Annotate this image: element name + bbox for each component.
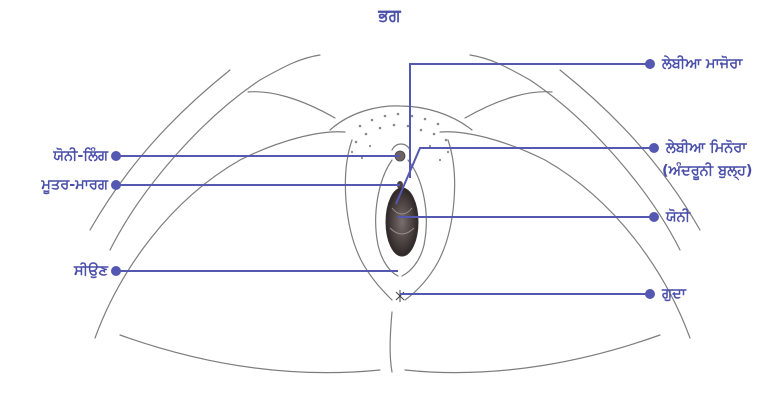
leader-labia-majora bbox=[410, 64, 650, 178]
mons-outline bbox=[330, 106, 472, 130]
label-labia-minora-line1: ਲੇਬੀਆ ਮਿਨੋਰਾ bbox=[666, 139, 746, 157]
label-anus: ਗੁਦਾ bbox=[662, 285, 686, 303]
right-thigh-outline bbox=[440, 132, 690, 338]
label-vagina: ਯੋਨੀ bbox=[666, 208, 690, 226]
left-leg-upper bbox=[110, 55, 320, 250]
gluteal-cleft bbox=[390, 312, 392, 372]
left-leg-inner bbox=[90, 70, 230, 230]
anus-mark bbox=[396, 290, 404, 302]
left-thigh-outline bbox=[95, 132, 345, 338]
label-labia-minora-line2: (ਅੰਦਰੂਨੀ ਬੁਲ੍ਹ) bbox=[662, 162, 753, 180]
right-leg-upper bbox=[470, 55, 680, 250]
clitoral-hood bbox=[392, 144, 410, 150]
label-clitoris: ਯੋਨੀ-ਲਿੰਗ bbox=[53, 147, 108, 165]
vaginal-opening bbox=[386, 188, 418, 256]
labia-majora-left bbox=[345, 140, 392, 300]
label-urethra: ਮੂਤਰ-ਮਾਰਗ bbox=[41, 176, 108, 194]
left-buttock bbox=[120, 335, 380, 373]
hip-right bbox=[465, 92, 552, 118]
label-perineum: ਸੀਉਣ bbox=[74, 262, 108, 280]
right-buttock bbox=[405, 335, 660, 373]
label-labia-majora: ਲੇਬੀਆ ਮਾਜੋਰਾ bbox=[662, 55, 742, 73]
hip-left bbox=[248, 92, 335, 118]
